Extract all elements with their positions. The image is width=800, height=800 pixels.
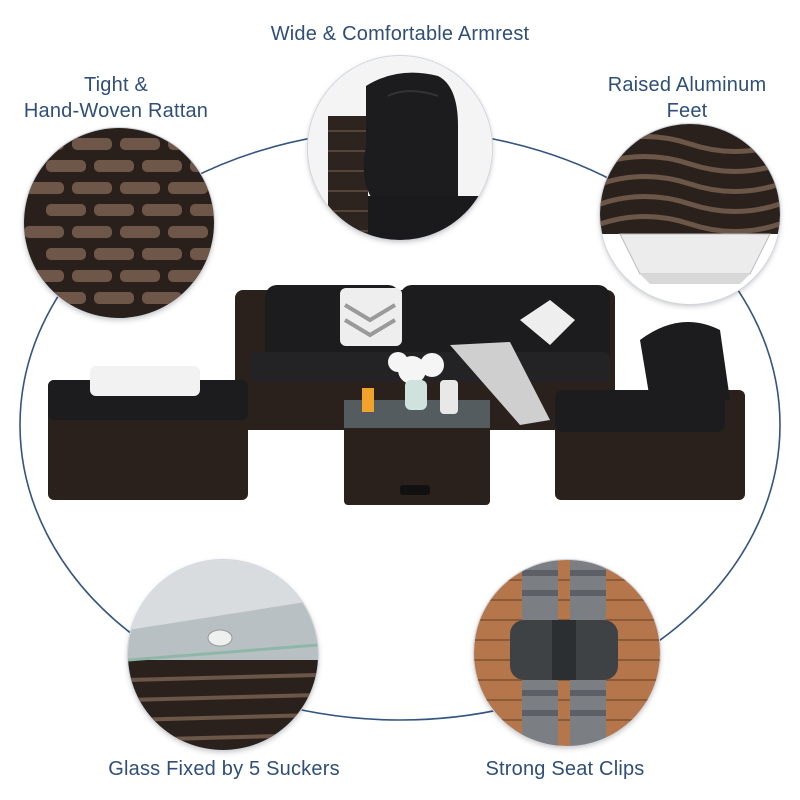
label-rattan: Tight & Hand-Woven Rattan (10, 72, 222, 124)
aluminum-feet-closeup-image (600, 124, 780, 304)
glass-suckers-closeup-image (128, 560, 318, 750)
armrest-closeup-image (308, 56, 492, 240)
label-armrest: Wide & Comfortable Armrest (270, 23, 530, 45)
seat-clips-closeup-image (474, 560, 660, 746)
rattan-closeup-image (24, 128, 214, 318)
label-rattan-line2: Hand-Woven Rattan (23, 100, 209, 122)
label-feet-line2: Feet (666, 100, 708, 122)
sectional-sofa-product-image (40, 270, 760, 530)
label-rattan-line1: Tight & (83, 74, 149, 96)
label-feet: Raised Aluminum Feet (592, 72, 782, 124)
label-feet-line1: Raised Aluminum (607, 74, 767, 96)
label-glass: Glass Fixed by 5 Suckers (108, 758, 340, 780)
label-clips: Strong Seat Clips (485, 758, 645, 780)
